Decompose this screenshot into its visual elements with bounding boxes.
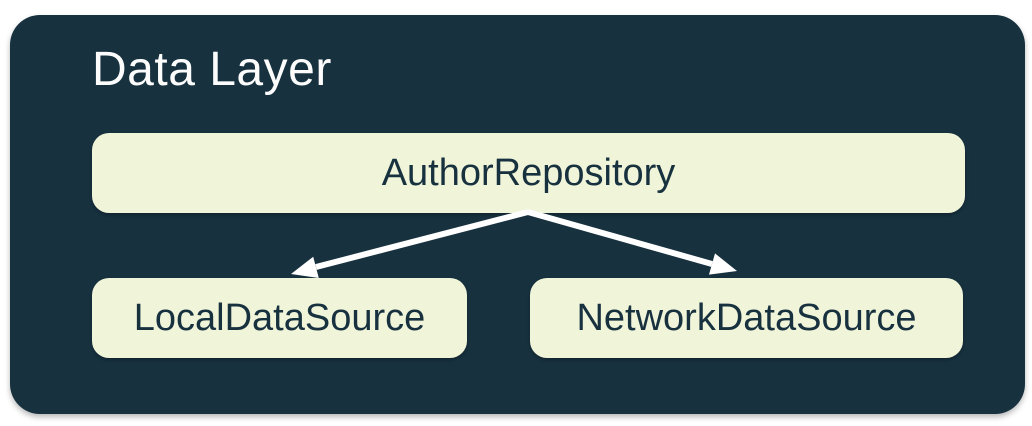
node-label-author-repository: AuthorRepository xyxy=(381,151,676,194)
page-title: Data Layer xyxy=(92,43,332,96)
node-label-local-data-source: LocalDataSource xyxy=(133,296,426,339)
node-author-repository: AuthorRepository xyxy=(92,133,965,213)
node-network-data-source: NetworkDataSource xyxy=(530,278,963,358)
node-local-data-source: LocalDataSource xyxy=(92,278,467,358)
node-label-network-data-source: NetworkDataSource xyxy=(576,296,917,339)
